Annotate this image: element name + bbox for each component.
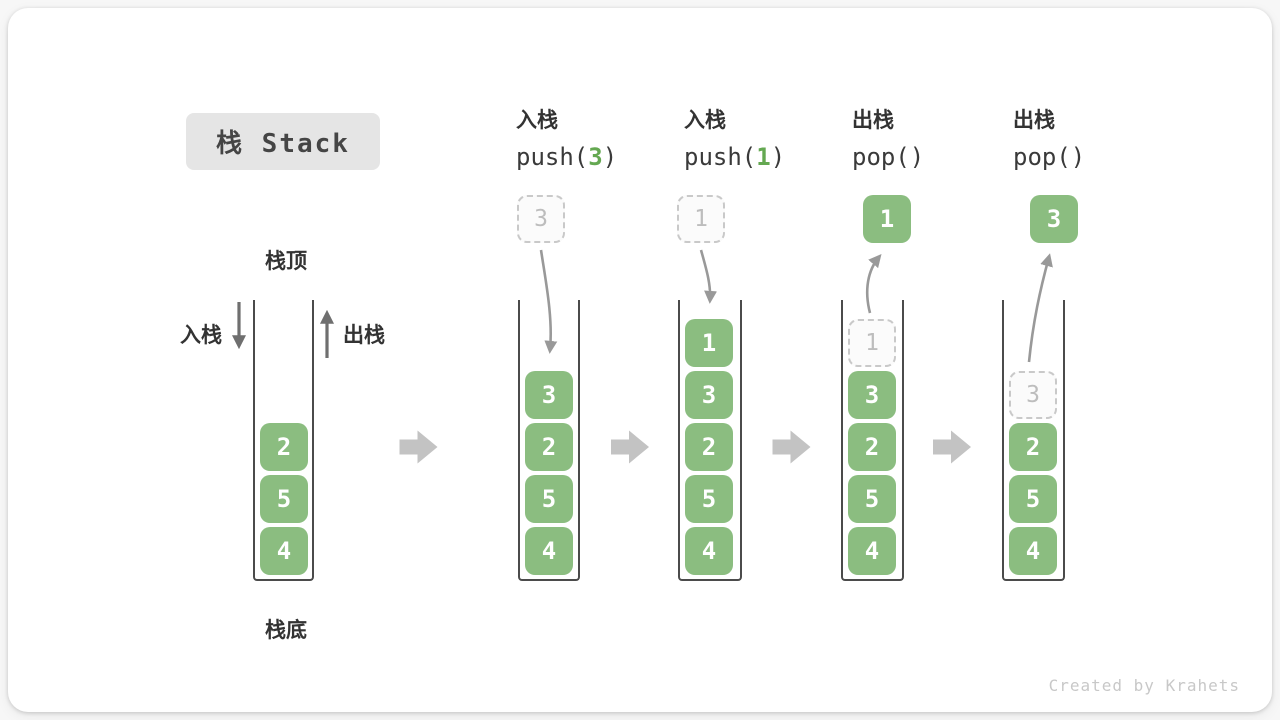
stack-element: 2 xyxy=(685,423,733,471)
op-name: 出栈 xyxy=(1013,108,1055,132)
push-side-label: 入栈 xyxy=(180,323,222,347)
stack-element: 4 xyxy=(848,527,896,575)
stack-element: 4 xyxy=(1009,527,1057,575)
pending-element: 1 xyxy=(677,195,725,243)
code-text: push( xyxy=(684,143,757,171)
op-name: 入栈 xyxy=(516,108,558,132)
op-label-push-3: 入栈 push(3) xyxy=(516,104,617,171)
stack-element: 5 xyxy=(1009,475,1057,523)
code-arg: 1 xyxy=(756,143,771,171)
stack-element: 2 xyxy=(260,423,308,471)
code-text: ) xyxy=(770,143,786,171)
op-code: push(1) xyxy=(684,143,785,171)
code-arg: 3 xyxy=(588,143,603,171)
stack-element: 4 xyxy=(685,527,733,575)
code-text: pop() xyxy=(852,143,925,171)
op-code: pop() xyxy=(1013,143,1085,171)
code-text: push( xyxy=(516,143,589,171)
op-code: pop() xyxy=(852,143,924,171)
op-code: push(3) xyxy=(516,143,617,171)
stack-element: 3 xyxy=(525,371,573,419)
stack-element: 3 xyxy=(685,371,733,419)
stack-element: 5 xyxy=(525,475,573,523)
popped-element: 1 xyxy=(863,195,911,243)
stack-element: 2 xyxy=(525,423,573,471)
pending-element: 3 xyxy=(517,195,565,243)
pop-side-label: 出栈 xyxy=(343,323,385,347)
stack-element: 2 xyxy=(1009,423,1057,471)
diagram-title: 栈 Stack xyxy=(186,113,380,170)
op-label-pop-3: 出栈 pop() xyxy=(1013,104,1085,171)
stack-element: 4 xyxy=(260,527,308,575)
stack-element: 4 xyxy=(525,527,573,575)
op-label-push-1: 入栈 push(1) xyxy=(684,104,785,171)
code-text: pop() xyxy=(1013,143,1086,171)
op-name: 入栈 xyxy=(684,108,726,132)
op-label-pop-1: 出栈 pop() xyxy=(852,104,924,171)
op-name: 出栈 xyxy=(852,108,894,132)
stack-element: 5 xyxy=(848,475,896,523)
removed-element-slot: 3 xyxy=(1009,371,1057,419)
code-text: ) xyxy=(602,143,618,171)
stack-bottom-label: 栈底 xyxy=(265,618,307,642)
stack-element: 1 xyxy=(685,319,733,367)
removed-element-slot: 1 xyxy=(848,319,896,367)
stack-top-label: 栈顶 xyxy=(265,249,307,273)
stack-element: 3 xyxy=(848,371,896,419)
stack-element: 5 xyxy=(685,475,733,523)
stack-element: 5 xyxy=(260,475,308,523)
stack-element: 2 xyxy=(848,423,896,471)
watermark: Created by Krahets xyxy=(1048,676,1240,695)
popped-element: 3 xyxy=(1030,195,1078,243)
